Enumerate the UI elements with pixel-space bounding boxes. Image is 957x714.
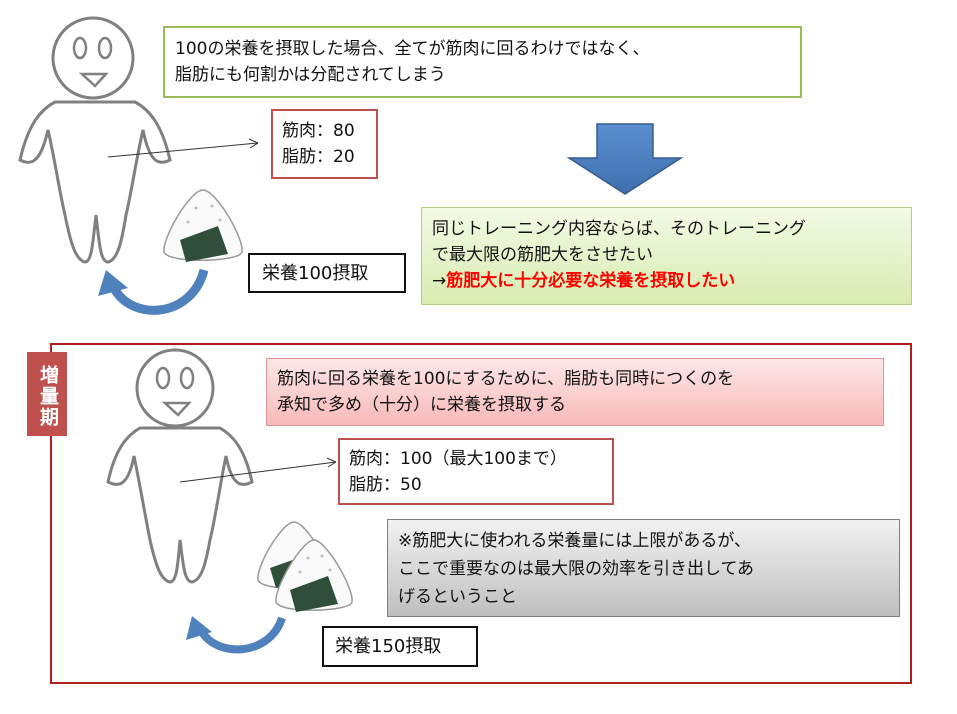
bulk-muscle-value: 筋肉：100（最大100まで） bbox=[349, 449, 567, 469]
bulk-distribution-box: 筋肉：100（最大100まで） 脂肪：50 bbox=[338, 438, 614, 505]
top-info-box: 100の栄養を摂取した場合、全てが筋肉に回るわけではなく、 脂肪にも何割かは分配… bbox=[163, 26, 802, 98]
top-muscle-value: 筋肉：80 bbox=[282, 121, 355, 141]
rice-ball-icon-bulk bbox=[257, 521, 353, 612]
top-goal-box: 同じトレーニング内容ならば、そのトレーニング で最大限の筋肥大をさせたい →筋肥… bbox=[421, 207, 912, 305]
top-info-line-1: 100の栄養を摂取した場合、全てが筋肉に回るわけではなく、 bbox=[175, 39, 650, 59]
note-line-3: げるということ bbox=[398, 587, 517, 607]
top-info-line-2: 脂肪にも何割かは分配されてしまう bbox=[175, 65, 446, 85]
top-intake-label: 栄養100摂取 bbox=[248, 253, 406, 293]
bulk-phase-frame bbox=[50, 343, 912, 684]
goal-emphasis-prefix: → bbox=[432, 271, 447, 291]
curved-arrow-icon-bulk bbox=[186, 616, 286, 654]
rice-ball-icon-top bbox=[163, 189, 243, 262]
curved-arrow-icon-top bbox=[98, 268, 209, 315]
bulk-fat-value: 脂肪：50 bbox=[349, 475, 422, 495]
bulk-info-line-2: 承知で多め（十分）に栄養を摂取する bbox=[277, 395, 566, 415]
goal-emphasis-text: 筋肥大に十分必要な栄養を摂取したい bbox=[446, 271, 736, 291]
bulk-note-box: ※筋肥大に使われる栄養量には上限があるが、 ここで重要なのは最大限の効率を引き出… bbox=[387, 519, 900, 617]
goal-emphasis-line: →筋肥大に十分必要な栄養を摂取したい bbox=[432, 268, 901, 294]
bulk-intake-label: 栄養150摂取 bbox=[322, 626, 478, 667]
down-arrow-icon bbox=[566, 123, 684, 195]
goal-line-2: で最大限の筋肥大をさせたい bbox=[432, 245, 653, 265]
bulk-info-line-1: 筋肉に回る栄養を100にするために、脂肪も同時につくのを bbox=[277, 369, 735, 389]
note-line-2: ここで重要なのは最大限の効率を引き出してあ bbox=[398, 559, 754, 579]
note-line-1: ※筋肥大に使われる栄養量には上限があるが、 bbox=[398, 531, 752, 551]
bulk-info-box: 筋肉に回る栄養を100にするために、脂肪も同時につくのを 承知で多め（十分）に栄… bbox=[266, 358, 884, 426]
top-fat-value: 脂肪：20 bbox=[282, 147, 355, 167]
bulk-phase-label: 増量期 bbox=[27, 352, 67, 436]
goal-line-1: 同じトレーニング内容ならば、そのトレーニング bbox=[432, 219, 806, 239]
top-distribution-box: 筋肉：80 脂肪：20 bbox=[271, 109, 378, 179]
